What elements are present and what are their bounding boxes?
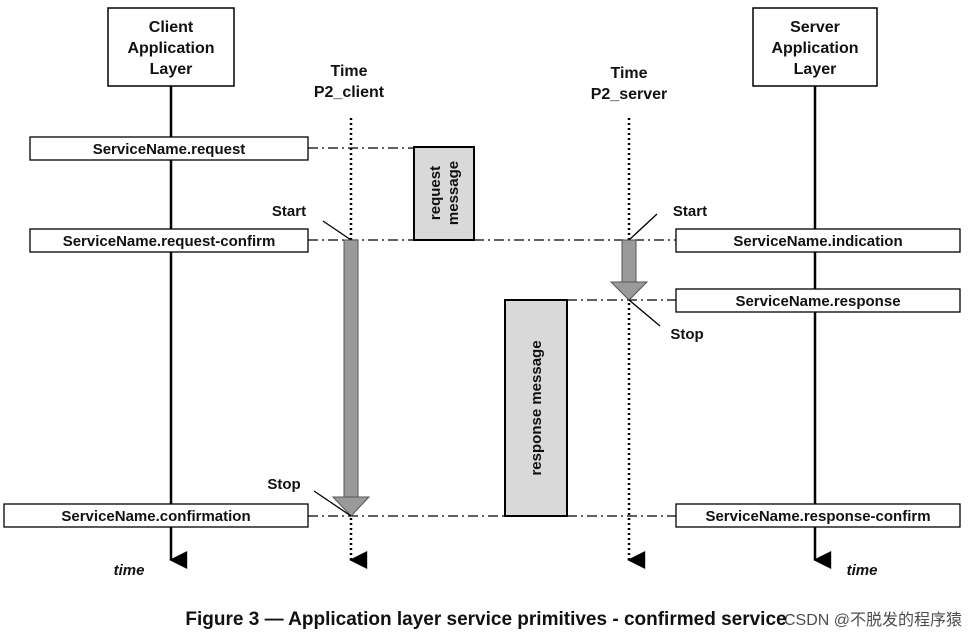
server-start-label: Start (673, 203, 707, 220)
server-stop-pointer (628, 299, 661, 327)
client-time-label: time (114, 562, 145, 579)
server-response-confirm-label: ServiceName.response-confirm (705, 508, 930, 525)
request-message-label: requestmessage (427, 161, 462, 225)
server-response-label: ServiceName.response (735, 293, 900, 310)
request-message-box (413, 146, 475, 241)
response-message-box (504, 299, 568, 517)
client-request-label: ServiceName.request (93, 141, 246, 158)
server-time-label: time (847, 562, 878, 579)
server-indication-box (675, 228, 961, 253)
p2-server-timer-bar (609, 239, 649, 301)
client-confirmation-box (3, 503, 309, 528)
client-request-confirm-box (29, 228, 309, 253)
client-confirmation-label: ServiceName.confirmation (61, 508, 250, 525)
figure-caption: Figure 3 — Application layer service pri… (185, 609, 786, 630)
client-stop-label: Stop (267, 476, 300, 493)
client-start-pointer (322, 220, 352, 241)
client-request-confirm-label: ServiceName.request-confirm (63, 233, 276, 250)
client-request-box (29, 136, 309, 161)
server-response-confirm-box (675, 503, 961, 528)
client-layer-box (107, 7, 235, 87)
p2-client-timer-bar (331, 239, 371, 517)
watermark: CSDN @不脱发的程序猿 (784, 611, 962, 629)
server-response-box (675, 288, 961, 313)
response-message-label: response message (528, 340, 545, 475)
client-start-label: Start (272, 203, 306, 220)
client-stop-pointer (313, 490, 352, 517)
server-start-pointer (628, 213, 658, 241)
server-indication-label: ServiceName.indication (733, 233, 902, 250)
server-stop-label: Stop (670, 326, 703, 343)
